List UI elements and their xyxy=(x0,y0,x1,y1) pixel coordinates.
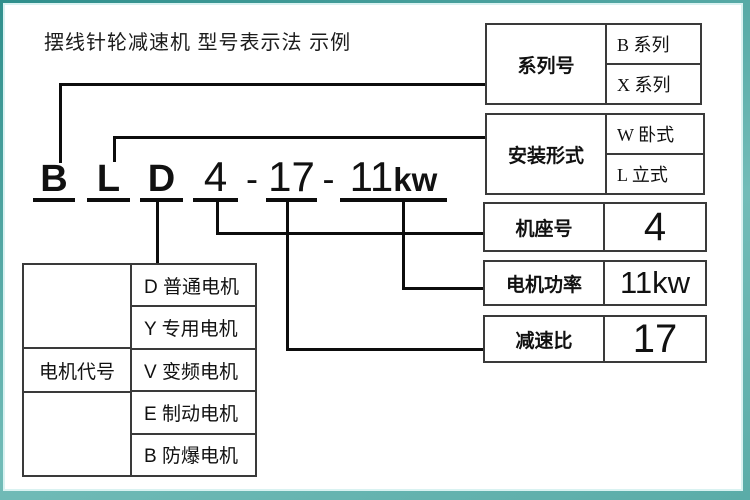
code-separator: - xyxy=(246,158,258,199)
motor-code-empty-cell xyxy=(24,265,130,350)
reduction-ratio-label: 减速比 xyxy=(515,330,573,352)
motor-code-empty-cell xyxy=(24,393,130,475)
motor-power-box: 电机功率 11kw xyxy=(483,260,707,306)
code-power-unit: kw xyxy=(393,161,438,198)
connector-frame-vertical xyxy=(216,202,219,235)
frame-size-box: 机座号 4 xyxy=(483,202,707,252)
code-power-value: 11kw xyxy=(340,156,447,198)
motor-option-b: B 防爆电机 xyxy=(132,432,255,475)
connector-mount-horizontal xyxy=(113,136,485,139)
motor-option-y: Y 专用电机 xyxy=(132,305,255,347)
connector-motor-vertical xyxy=(156,202,159,263)
reduction-ratio-value: 17 xyxy=(603,317,705,361)
code-underline-motor xyxy=(140,198,183,202)
mount-box-label: 安装形式 xyxy=(507,145,584,167)
code-underline-mount xyxy=(87,198,130,202)
code-mount-letter: L xyxy=(96,158,121,200)
mount-option-w: W 卧式 xyxy=(617,125,675,145)
motor-option-v: V 变频电机 xyxy=(132,347,255,390)
connector-series-vertical xyxy=(59,83,62,163)
motor-code-header-column: 电机代号 xyxy=(24,265,130,475)
motor-power-label: 电机功率 xyxy=(505,274,582,296)
motor-option-e: E 制动电机 xyxy=(132,390,255,432)
model-code: B L D 4 - 17 - 11kw xyxy=(33,156,447,202)
code-underline-ratio xyxy=(266,198,317,202)
series-option-x: X 系列 xyxy=(607,63,700,103)
motor-option-d: D 普通电机 xyxy=(144,276,240,298)
mount-box-values: W 卧式 L 立式 xyxy=(605,115,703,193)
mount-box: 安装形式 W 卧式 L 立式 xyxy=(485,113,705,195)
code-underline-power xyxy=(340,198,447,202)
page-title: 摆线针轮减速机 型号表示法 示例 xyxy=(44,32,352,54)
frame-size-value: 4 xyxy=(603,204,705,250)
series-box: 系列号 B 系列 X 系列 xyxy=(485,23,702,105)
motor-code-table: 电机代号 D 普通电机 Y 专用电机 V 变频电机 E 制动电机 B 防爆电机 xyxy=(22,263,257,477)
motor-power-value: 11kw xyxy=(603,262,705,304)
code-motor-letter: D xyxy=(147,158,176,200)
series-option-b: B 系列 xyxy=(617,35,670,55)
connector-power-vertical xyxy=(402,202,405,290)
series-box-values: B 系列 X 系列 xyxy=(605,25,700,103)
connector-series-horizontal xyxy=(59,83,485,86)
connector-ratio-vertical xyxy=(286,202,289,351)
code-underline-series xyxy=(33,198,75,202)
code-separator: - xyxy=(322,158,335,199)
connector-power-horizontal xyxy=(402,287,483,290)
code-frame-number: 4 xyxy=(203,153,228,200)
code-series-letter: B xyxy=(40,158,68,200)
motor-code-header: 电机代号 xyxy=(24,349,130,393)
connector-ratio-horizontal xyxy=(286,348,483,351)
connector-frame-horizontal xyxy=(216,232,483,235)
reduction-ratio-box: 减速比 17 xyxy=(483,315,707,363)
connector-mount-vertical xyxy=(113,136,116,162)
code-power-number: 11 xyxy=(349,153,394,200)
frame-size-label: 机座号 xyxy=(515,218,573,240)
code-underline-frame xyxy=(193,198,238,202)
mount-option-l: L 立式 xyxy=(607,153,703,193)
motor-code-options-column: D 普通电机 Y 专用电机 V 变频电机 E 制动电机 B 防爆电机 xyxy=(130,265,255,475)
code-ratio-number: 17 xyxy=(268,153,315,200)
series-box-label: 系列号 xyxy=(517,55,575,77)
